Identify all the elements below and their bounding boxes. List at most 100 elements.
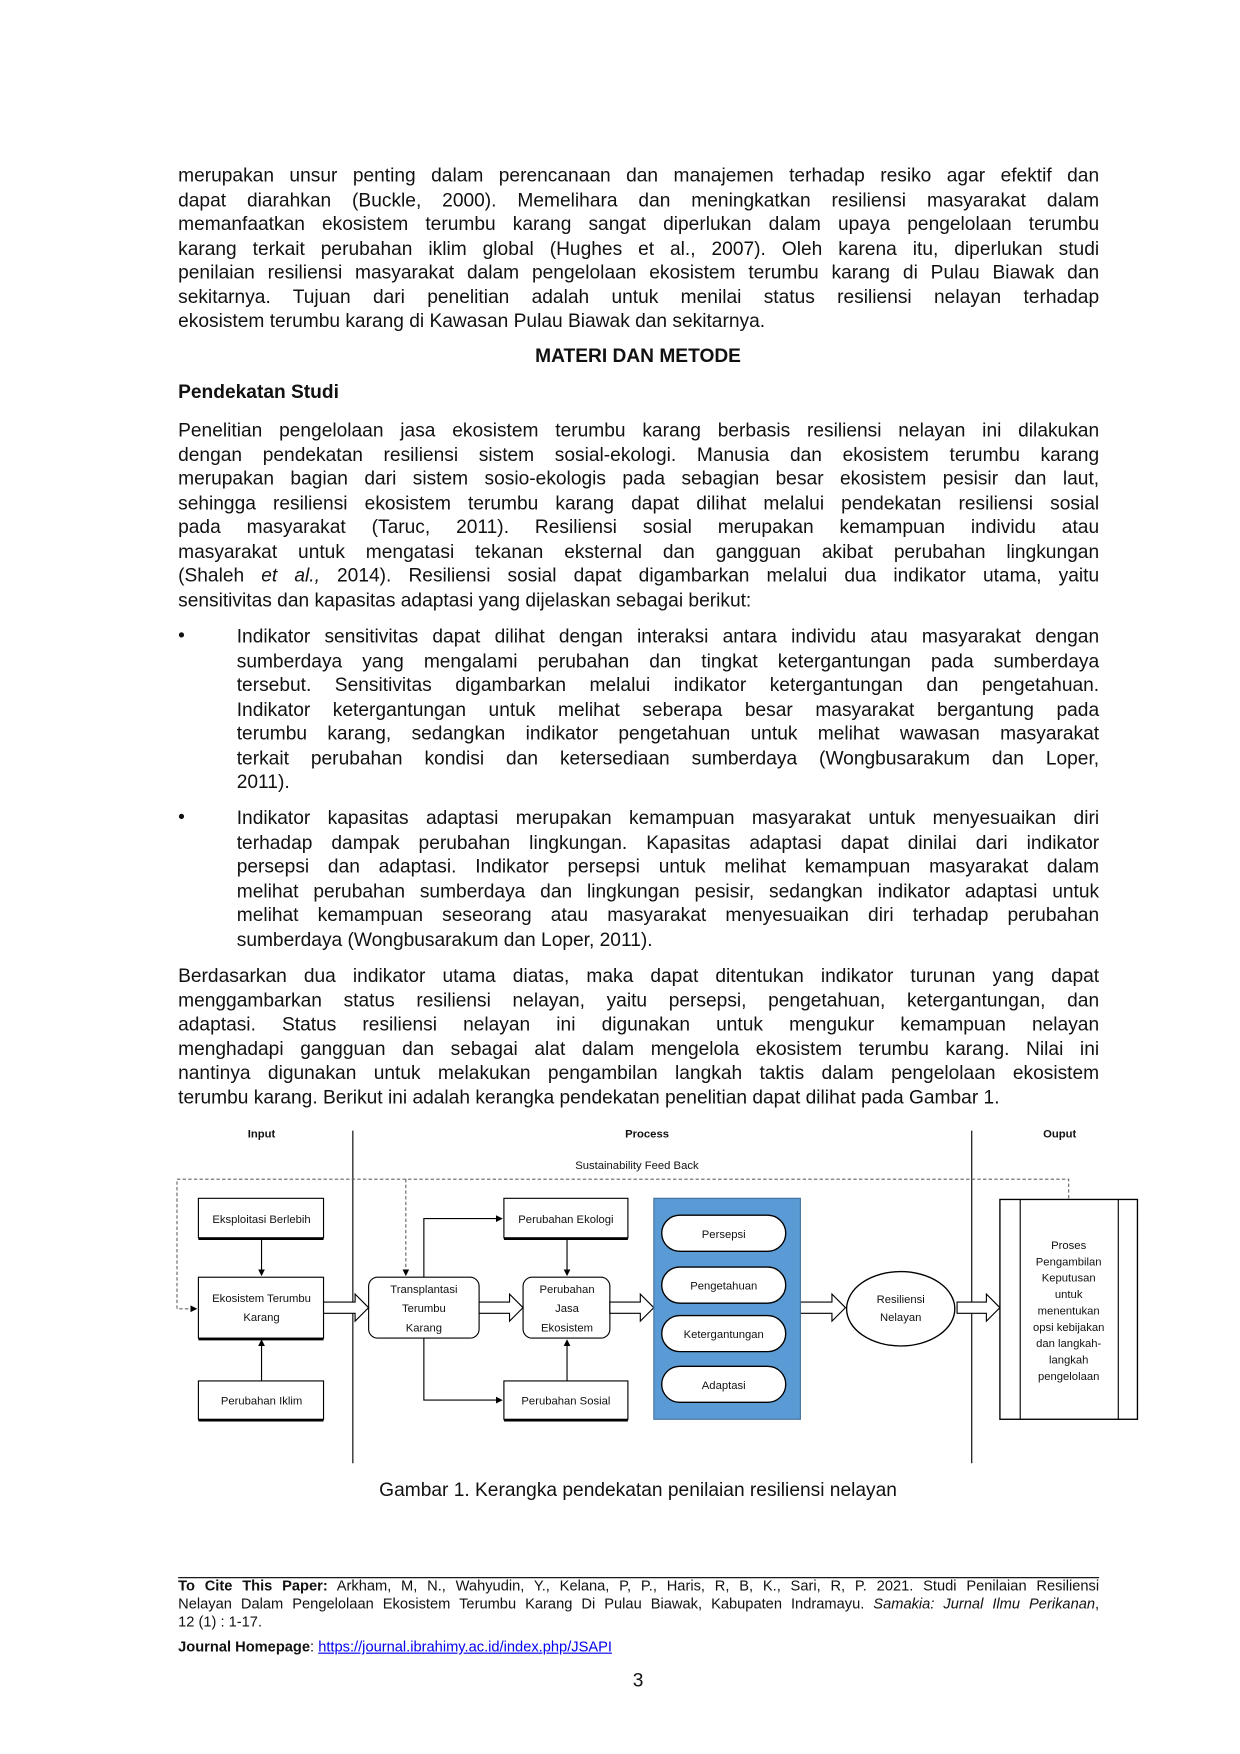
page-number: 3 <box>632 1669 644 1691</box>
flow-arrow <box>609 1292 655 1323</box>
output-text: untuk <box>1055 1289 1083 1301</box>
cite-text: Nelayan Dalam Pengelolaan Ekosistem Teru… <box>178 1595 874 1613</box>
homepage-link[interactable]: https://journal.ibrahimy.ac.id/index.php… <box>318 1637 613 1655</box>
text-line: Indikator ketergantungan untuk melihat s… <box>236 698 1100 720</box>
output-text: menentukan <box>1038 1305 1100 1317</box>
flow-arrow <box>799 1292 847 1323</box>
bullet-adaptive-capacity: Indikator kapasitas adaptasi merupakan k… <box>237 806 1099 951</box>
box-ekologi <box>503 1197 629 1239</box>
text-line: Indikator kapasitas adaptasi merupakan k… <box>236 807 1100 829</box>
bullet-marker: • <box>178 806 185 828</box>
cite-text: , <box>1095 1595 1100 1613</box>
feedback-dashed-line <box>176 1178 1070 1313</box>
indicator-text: Persepsi <box>702 1229 746 1241</box>
separator: : <box>310 1637 319 1655</box>
text-line: sumberdaya (Wongbusarakum dan Loper, 201… <box>236 928 653 950</box>
pill-adaptasi <box>661 1365 787 1404</box>
method-paragraph: Penelitian pengelolaan jasa ekosistem te… <box>178 418 1099 612</box>
sosial-text: Perubahan Sosial <box>521 1396 610 1408</box>
text-line: melihat kemampuan seseorang atau masyara… <box>236 904 1100 926</box>
cite-text: Arkham, M, N., Wahyudin, Y., Kelana, P, … <box>327 1577 1100 1595</box>
citation: To Cite This Paper: Arkham, M, N., Wahyu… <box>178 1577 1099 1631</box>
transplantasi-text: Transplantasi <box>390 1284 457 1296</box>
output-text: Proses <box>1051 1240 1086 1252</box>
text-line: melihat perubahan sumberdaya dan lingkun… <box>236 879 1100 902</box>
flow-arrow <box>322 1292 370 1323</box>
cite-text: 12 (1) : 1-17. <box>178 1613 263 1631</box>
framework-diagram: Input Process Ouput Sustainability Feed … <box>176 1128 1139 1464</box>
jasa-text: Perubahan <box>539 1284 594 1296</box>
ekologi-text: Perubahan Ekologi <box>518 1214 613 1226</box>
text-line: terumbu karang. Berikut ini adalah keran… <box>178 1086 1000 1108</box>
pill-persepsi <box>661 1214 787 1252</box>
output-label: Ouput <box>1043 1128 1076 1140</box>
node-resiliensi <box>845 1270 956 1347</box>
homepage-label: Journal Homepage <box>178 1637 311 1655</box>
output-text: Pengambilan <box>1036 1256 1102 1268</box>
text-line: sekitarnya. Tujuan dari penelitian adala… <box>178 285 1100 308</box>
italic-text: et al., <box>261 564 320 587</box>
transplantasi-text: Karang <box>406 1322 442 1334</box>
hollow-arrows <box>322 1292 1001 1323</box>
text-line: terumbu karang, sedangkan indikator peng… <box>236 722 1100 745</box>
text-line: nantinya digunakan untuk melakukan penga… <box>178 1061 1100 1084</box>
output-text: langkah <box>1049 1354 1088 1366</box>
output-text: pengelolaan <box>1038 1371 1099 1383</box>
text-line: karang terkait perubahan iklim global (H… <box>178 237 1100 259</box>
pill-ketergantungan <box>661 1314 787 1353</box>
indicator-text: Ketergantungan <box>684 1329 764 1341</box>
box-sosial <box>503 1380 629 1420</box>
indicator-paragraph: Berdasarkan dua indikator utama diatas, … <box>178 964 1099 1109</box>
output-text: dan langkah- <box>1036 1338 1101 1350</box>
text-line: tersebut. Sensitivitas digambarkan melal… <box>236 674 1100 696</box>
text-line: terkait perubahan kondisi dan ketersedia… <box>236 746 1100 769</box>
section-title: MATERI DAN METODE <box>535 344 741 367</box>
process-label: Process <box>625 1128 669 1140</box>
indicator-text: Adaptasi <box>702 1380 746 1392</box>
text-line: persepsi dan adaptasi. Indikator perseps… <box>236 855 1100 878</box>
text-line: sumberdaya yang mengalami perubahan dan … <box>236 649 1100 672</box>
transplantasi-text: Terumbu <box>402 1303 446 1315</box>
journal-name: Samakia: Jurnal Ilmu Perikanan <box>873 1595 1096 1613</box>
box-eksploitasi <box>197 1197 325 1239</box>
text-line: dengan pendekatan resiliensi sistem sosi… <box>178 443 1100 466</box>
pill-pengetahuan <box>661 1266 787 1304</box>
text-line: dapat diarahkan (Buckle, 2000). Memeliha… <box>178 188 1100 211</box>
text-line: memanfaatkan ekosistem terumbu karang sa… <box>178 213 1100 235</box>
box-iklim <box>197 1380 325 1420</box>
box-ekosistem <box>197 1276 325 1339</box>
cite-label: To Cite This Paper: <box>178 1577 328 1595</box>
output-text: Keputusan <box>1042 1273 1096 1285</box>
resiliensi-text: Nelayan <box>880 1312 921 1324</box>
ekosistem-text: Karang <box>243 1312 279 1324</box>
text-line: ekosistem terumbu karang di Kawasan Pula… <box>178 310 766 332</box>
bullet-sensitivity: Indikator sensitivitas dapat dilihat den… <box>237 625 1099 795</box>
input-label: Input <box>248 1128 276 1140</box>
text-line: merupakan bagian dari sistem sosio-ekolo… <box>178 467 1100 490</box>
box-output <box>999 1198 1139 1420</box>
journal-homepage: Journal Homepage: https://journal.ibrahi… <box>178 1638 612 1655</box>
jasa-text: Ekosistem <box>541 1322 593 1334</box>
text-line: sensitivitas dan kapasitas adaptasi yang… <box>178 589 752 611</box>
text-line: penilaian resiliensi masyarakat dalam pe… <box>178 261 1100 283</box>
text-line: sehingga resiliensi ekosistem terumbu ka… <box>178 492 1100 514</box>
text-segment: (Shaleh <box>178 564 262 587</box>
eksploitasi-text: Eksploitasi Berlebih <box>212 1214 310 1226</box>
text-line: menghadapi gangguan dan sebagai alat dal… <box>178 1037 1100 1060</box>
output-text: opsi kebijakan <box>1033 1322 1104 1334</box>
text-line: 2011). <box>236 771 290 793</box>
indicator-text: Pengetahuan <box>690 1281 757 1293</box>
figure-caption: Gambar 1. Kerangka pendekatan penilaian … <box>379 1479 897 1501</box>
ekosistem-text: Ekosistem Terumbu <box>212 1293 311 1305</box>
bullet-marker: • <box>178 624 185 646</box>
text-line: terhadap dampak perubahan lingkungan. Ka… <box>236 831 1100 853</box>
footer-rule <box>178 1577 1100 1579</box>
text-segment: 2014). Resiliensi sosial dapat digambark… <box>319 564 1100 587</box>
text-line: Penelitian pengelolaan jasa ekosistem te… <box>178 419 1100 441</box>
text-line: menggambarkan status resiliensi nelayan,… <box>178 989 1100 1011</box>
subsection-title: Pendekatan Studi <box>178 381 339 403</box>
text-line: Berdasarkan dua indikator utama diatas, … <box>178 964 1100 987</box>
text-line: masyarakat untuk mengatasi tekanan ekste… <box>178 540 1100 562</box>
flow-arrow <box>478 1292 524 1323</box>
